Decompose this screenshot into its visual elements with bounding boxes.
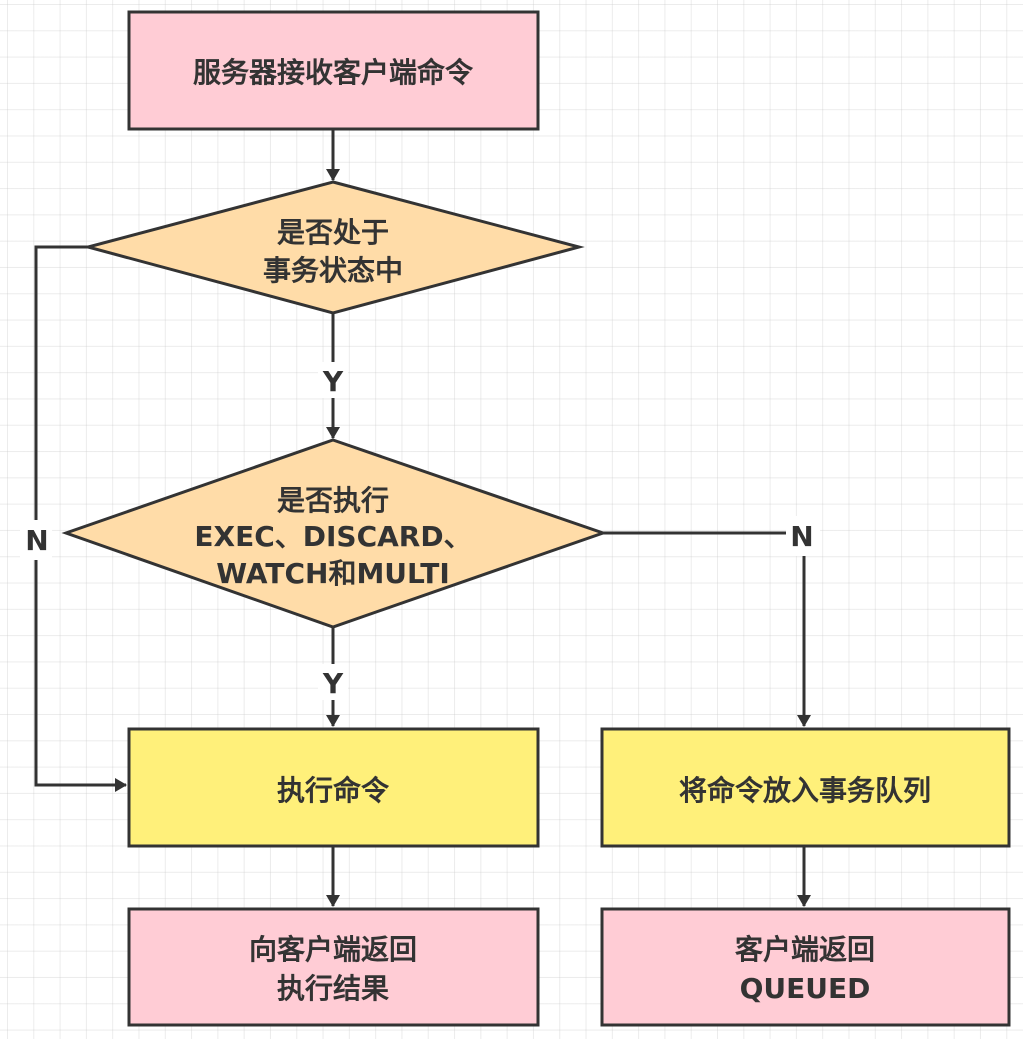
node-in-transaction[interactable]: 是否处于 事务状态中 xyxy=(82,180,585,315)
node-in-transaction-line-2: 事务状态中 xyxy=(263,254,403,287)
node-return-queued-line-1: 客户端返回 xyxy=(735,933,875,966)
node-return-result-line-2: 执行结果 xyxy=(277,972,389,1005)
node-return-result-line-1: 向客户端返回 xyxy=(249,933,417,966)
node-enqueue[interactable]: 将命令放入事务队列 xyxy=(600,727,1011,848)
edge-label-yes-1: Y xyxy=(322,365,344,398)
edge-label-no-2: N xyxy=(790,520,813,553)
edges: Y N Y N xyxy=(20,130,820,907)
node-in-transaction-line-1: 是否处于 xyxy=(277,216,389,249)
edge-in-transaction-no: N xyxy=(20,245,127,792)
node-receive[interactable]: 服务器接收客户端命令 xyxy=(127,10,540,131)
node-is-special-cmd-line-3: WATCH和MULTI xyxy=(216,557,450,590)
node-execute[interactable]: 执行命令 xyxy=(127,727,540,848)
edge-label-no-1: N xyxy=(25,524,48,557)
node-return-queued-line-2: QUEUED xyxy=(740,972,871,1005)
node-return-queued[interactable]: 客户端返回 QUEUED xyxy=(600,907,1011,1027)
edge-special-cmd-no: N xyxy=(603,516,820,727)
edge-special-cmd-yes: Y xyxy=(318,628,348,727)
edge-in-transaction-yes: Y xyxy=(318,314,348,439)
node-is-special-cmd[interactable]: 是否执行 EXEC、DISCARD、 WATCH和MULTI xyxy=(61,438,608,629)
node-is-special-cmd-line-1: 是否执行 xyxy=(277,484,389,517)
node-is-special-cmd-line-2: EXEC、DISCARD、 xyxy=(194,520,471,553)
node-return-result[interactable]: 向客户端返回 执行结果 xyxy=(127,907,540,1027)
node-receive-label: 服务器接收客户端命令 xyxy=(193,56,474,89)
node-execute-label: 执行命令 xyxy=(277,774,390,807)
edge-label-yes-2: Y xyxy=(322,667,344,700)
node-enqueue-label: 将命令放入事务队列 xyxy=(679,774,931,807)
